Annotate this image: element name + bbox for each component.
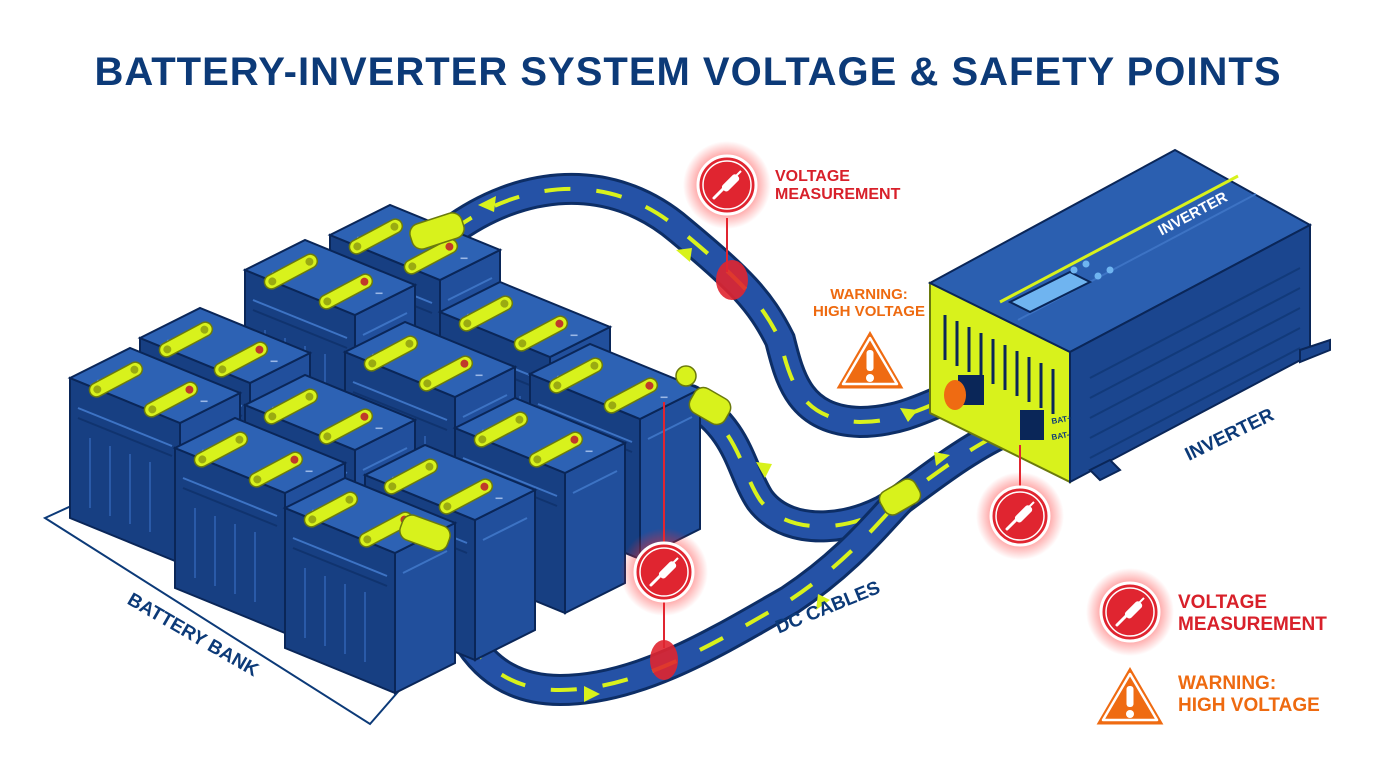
legend-warning-line2: HIGH VOLTAGE [1178, 694, 1320, 716]
inverter-unit [927, 148, 1331, 484]
port-label-negative: BAT- [1051, 430, 1071, 442]
legend-warning-icon [1092, 662, 1168, 728]
warning-triangle-icon [832, 326, 908, 392]
port-label-positive: BAT+ [1051, 413, 1073, 425]
voltage-label-line2: MEASUREMENT [775, 186, 901, 204]
dc-cable-mid [674, 384, 1036, 543]
legend-voltage-label: VOLTAGE MEASUREMENT [1178, 592, 1327, 636]
warning-label-line2: HIGH VOLTAGE [813, 303, 925, 321]
legend-voltage-line2: MEASUREMENT [1178, 613, 1327, 635]
legend-voltage-line1: VOLTAGE [1178, 592, 1268, 613]
warning-high-voltage-label: WARNING: HIGH VOLTAGE [810, 286, 928, 321]
voltage-label-line1: VOLTAGE [775, 168, 850, 185]
voltage-probe-icon [618, 526, 710, 618]
legend-warning-line1: WARNING: [1178, 673, 1277, 694]
legend-probe-icon [1084, 566, 1176, 658]
legend-warning-label: WARNING: HIGH VOLTAGE [1178, 673, 1320, 717]
voltage-measurement-label: VOLTAGE MEASUREMENT [775, 168, 900, 205]
dc-cable-top [434, 172, 971, 439]
cable-flow-arrows [462, 196, 950, 702]
cable-lugs [399, 212, 922, 552]
voltage-probe-icon [681, 139, 773, 231]
voltage-probe-icon [974, 470, 1066, 562]
warning-label-line1: WARNING: [830, 286, 908, 303]
page-title: BATTERY-INVERTER SYSTEM VOLTAGE & SAFETY… [94, 50, 1282, 94]
